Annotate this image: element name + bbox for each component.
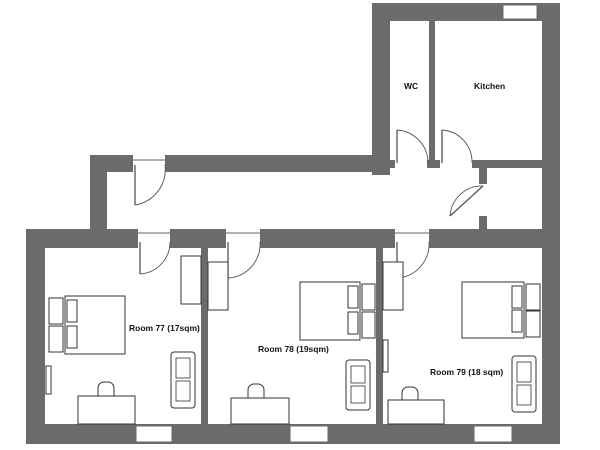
doors: [133, 129, 487, 279]
window-room79: [473, 425, 513, 443]
pillow-icon: [66, 325, 78, 349]
room-label-kitchen: Kitchen: [474, 81, 505, 91]
window-kitchen: [502, 4, 538, 20]
pillow-icon: [347, 285, 359, 309]
room-label-room79: Room 79 (18 sqm): [430, 367, 503, 377]
nightstand-room79: [525, 283, 541, 311]
sofa-room77: [170, 351, 196, 409]
wardrobe-room77: [180, 255, 202, 305]
wall-tower-left: [372, 3, 390, 175]
door-room77[interactable]: [138, 229, 171, 275]
nightstand-room79-2: [525, 310, 541, 338]
wall-room77-78-divider: [201, 248, 208, 424]
nightstand-room77: [48, 297, 64, 325]
room78-furniture: Room 78 (19sqm): [207, 261, 376, 425]
door-corridor-top[interactable]: [133, 155, 166, 206]
wall-bedrooms-left: [26, 229, 45, 444]
nightstand-room78-2: [361, 311, 376, 339]
wall-room78-79-divider: [376, 248, 383, 424]
windows: [135, 4, 538, 443]
nightstand-room78: [361, 283, 376, 311]
wardrobe-room78: [207, 261, 229, 311]
desk-room77: [77, 395, 136, 425]
window-room78: [289, 425, 329, 443]
door-kitchen[interactable]: [440, 129, 473, 168]
room79-furniture: Room 79 (18 sqm): [382, 261, 541, 425]
sofa-room79: [511, 355, 537, 413]
door-wc[interactable]: [395, 129, 429, 168]
walls: [26, 3, 560, 444]
sofa-room78: [345, 359, 371, 411]
pillow-icon: [511, 309, 523, 333]
room-label-room77: Room 77 (17sqm): [129, 323, 200, 333]
chair-icon: [401, 386, 419, 401]
pillow-icon: [66, 299, 78, 323]
desk-room79: [387, 399, 445, 425]
door-room78[interactable]: [226, 229, 261, 279]
room77-furniture: Room 77 (17sqm): [45, 255, 202, 425]
pillow-icon: [347, 311, 359, 335]
wall-wc-kitchen-divider: [429, 21, 435, 162]
small-shelf-room79: [382, 339, 389, 373]
wall-bedrooms-right: [542, 229, 560, 444]
window-room77: [135, 425, 173, 443]
small-shelf-room77: [45, 365, 52, 395]
desk-room78: [230, 397, 290, 425]
room-label-room78: Room 78 (19sqm): [258, 344, 329, 354]
door-corridor-right[interactable]: [449, 184, 487, 217]
wall-bedrooms-top: [26, 229, 560, 248]
wardrobe-room79: [382, 261, 404, 311]
nightstand-room77-2: [48, 325, 64, 353]
room-label-wc: WC: [404, 81, 418, 91]
pillow-icon: [511, 285, 523, 309]
wall-tower-right: [542, 3, 560, 248]
wall-corridor-left: [90, 155, 107, 235]
chair-icon: [247, 383, 265, 399]
chair-icon: [97, 381, 115, 397]
